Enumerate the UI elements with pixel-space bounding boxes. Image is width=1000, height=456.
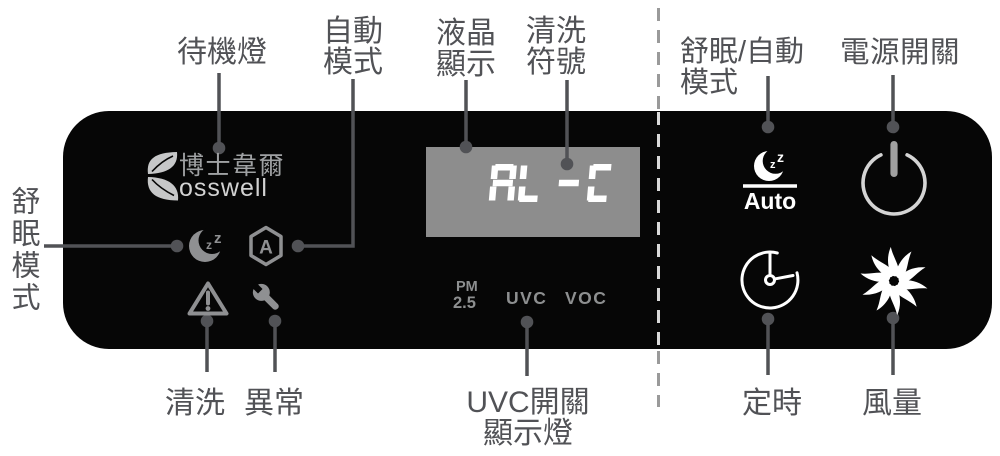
callout-clean-symbol: 清洗 符號 — [526, 15, 586, 79]
callout-abnormal: 異常 — [244, 387, 304, 420]
lcd-line — [459, 80, 473, 154]
voc-indicator-label: VOC — [565, 288, 608, 308]
callout-clean: 清洗 — [165, 387, 225, 420]
bosswell-logo-icon — [147, 152, 179, 201]
callout-uvc-indicator-light: UVC開關 顯示燈 — [466, 386, 590, 450]
callout-power-switch: 電源開關 — [839, 36, 961, 69]
fan-button-icon[interactable] — [860, 246, 928, 316]
power-line — [886, 75, 900, 134]
svg-text:Auto: Auto — [744, 188, 796, 214]
sleep-auto-line — [761, 76, 775, 134]
standby-light-line — [212, 73, 226, 155]
callout-standby-light: 待機燈 — [177, 36, 267, 69]
svg-text:z: z — [770, 159, 776, 171]
wrench-icon — [251, 282, 279, 310]
callout-lcd-display: 液晶 顯示 — [436, 17, 496, 81]
lcd-display — [426, 147, 640, 237]
clean-indicator-line — [200, 314, 214, 372]
callout-timer: 定時 — [742, 387, 802, 420]
timer-line — [761, 312, 775, 375]
callout-lines — [44, 73, 900, 376]
svg-text:z: z — [777, 149, 784, 165]
warning-triangle-icon — [187, 281, 229, 316]
uvc-indicator-line — [520, 315, 534, 376]
svg-text:A: A — [259, 238, 273, 259]
sleep-mode-line — [44, 239, 184, 253]
callout-fan-speed: 風量 — [862, 387, 922, 420]
pm25-value: 2.5 — [453, 294, 476, 312]
brand-name-chinese: 博士韋爾 — [179, 152, 286, 180]
pm-label: PM — [456, 279, 478, 295]
power-button-icon[interactable] — [861, 141, 927, 216]
sleep-auto-button-icon[interactable]: z z Auto — [743, 148, 797, 214]
sleep-mode-icon: z z — [189, 227, 226, 262]
uvc-indicator-label: UVC — [506, 288, 548, 308]
callout-auto-mode: 自動 模式 — [323, 15, 383, 79]
callout-sleep-auto-mode: 舒眠/自動 模式 — [680, 36, 805, 99]
svg-text:z: z — [206, 238, 212, 252]
abnormal-indicator-line — [268, 314, 282, 372]
svg-text:z: z — [214, 230, 222, 247]
fan-line — [886, 311, 900, 375]
lcd-digits — [488, 164, 612, 202]
callout-sleep-mode: 舒眠模式 — [7, 186, 39, 314]
auto-mode-icon: A — [249, 225, 283, 267]
brand-name-english: osswell — [179, 174, 268, 202]
timer-button-icon[interactable] — [740, 250, 800, 310]
clean-symbol-line — [560, 80, 574, 171]
auto-mode-line — [291, 79, 355, 253]
